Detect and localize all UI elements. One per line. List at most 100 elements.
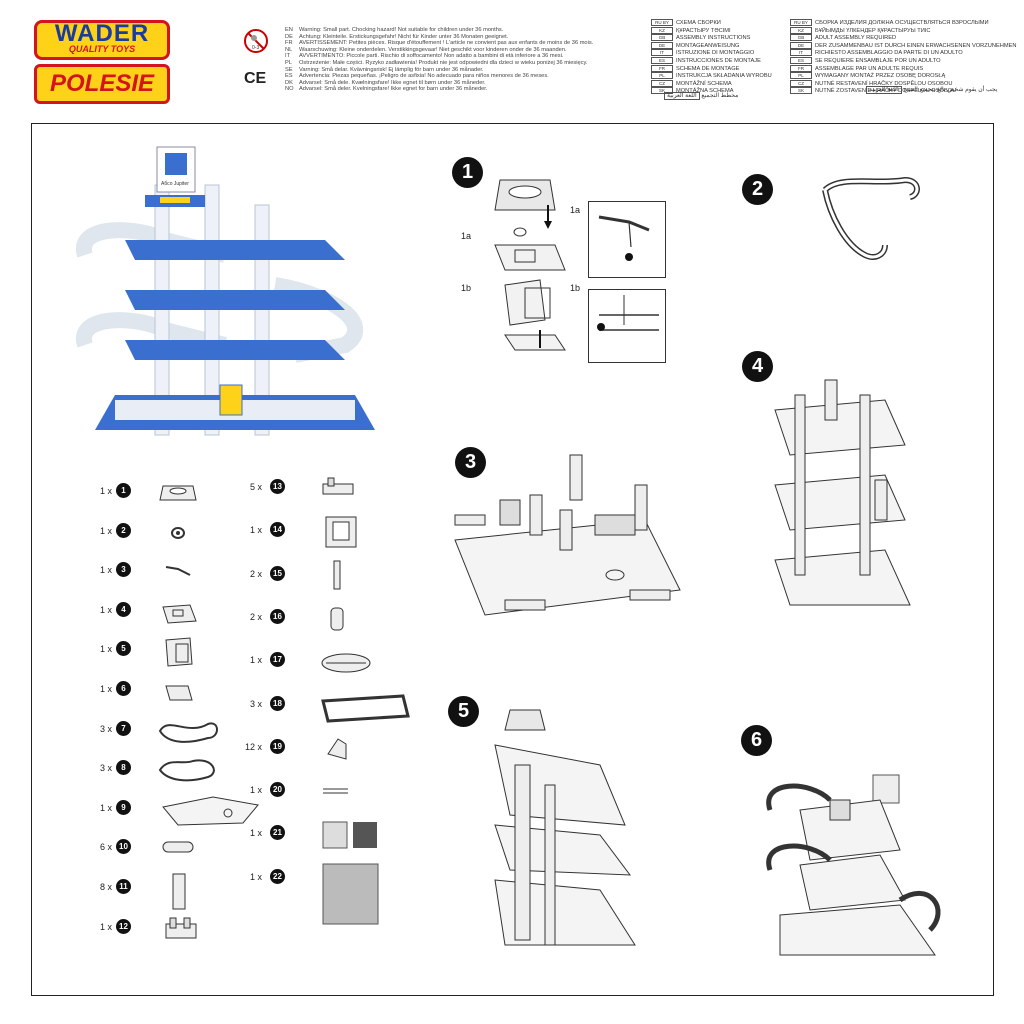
assembly-text: INSTRUKCJA SKŁADANIA WYROBU bbox=[676, 73, 772, 80]
arabic-text: مخطط التجميع bbox=[701, 93, 739, 99]
part-number-badge: 14 bbox=[270, 522, 285, 538]
part-pin-icon bbox=[333, 560, 341, 590]
language-tag: FR bbox=[651, 64, 673, 72]
part-pillar-icon bbox=[162, 841, 194, 853]
part-number-badge: 22 bbox=[270, 868, 285, 884]
warning-text: Waarschuwing: Kleine onderdelen. Verstik… bbox=[299, 46, 567, 53]
part-quantity: 1 x bbox=[99, 644, 112, 655]
part-quantity: 12 x bbox=[244, 741, 262, 752]
sign-text: Абсо Jupiter bbox=[161, 181, 189, 187]
part-quantity: 1 x bbox=[249, 871, 262, 882]
language-code: EN bbox=[285, 27, 293, 33]
part-quantity: 1 x bbox=[99, 684, 112, 694]
part-plate-icon bbox=[165, 685, 193, 701]
part-turntable-icon bbox=[321, 653, 371, 673]
language-tag: GB bbox=[651, 34, 673, 42]
step-3-diagram bbox=[445, 450, 685, 640]
part-number-badge: 3 bbox=[116, 562, 131, 578]
substep-1b-label: 1b bbox=[461, 283, 472, 293]
part-platform-icon bbox=[162, 604, 197, 624]
step-6-badge: 6 bbox=[741, 725, 772, 756]
part-quantity: 5 x bbox=[249, 482, 262, 492]
part-quantity: 1 x bbox=[99, 525, 112, 536]
arabic-text: يجب أن يقوم شخص بالغ بتجميع المنتج bbox=[903, 87, 998, 93]
language-tag: GB bbox=[790, 34, 812, 42]
language-code: NO bbox=[285, 86, 294, 93]
part-number-badge: 17 bbox=[270, 652, 285, 668]
language-tag: IT bbox=[651, 49, 673, 57]
part-crank-icon bbox=[165, 566, 191, 577]
arabic-tag: اللغة العربية bbox=[664, 92, 700, 100]
language-code: DE bbox=[285, 33, 293, 40]
step-5-badge: 5 bbox=[448, 696, 479, 727]
part-track-icon bbox=[158, 722, 218, 743]
assembly-text: СБОРКА ИЗДЕЛИЯ ДОЛЖНА ОСУЩЕСТВЛЯТЬСЯ ВЗР… bbox=[815, 20, 989, 26]
part-quantity: 6 x bbox=[99, 842, 112, 853]
age-warning-icon: 0-3 bbox=[243, 28, 269, 59]
part-number-badge: 10 bbox=[116, 839, 131, 855]
assembly-text: RICHIESTO ASSEMBLAGGIO DA PARTE DI UN AD… bbox=[815, 50, 963, 57]
warning-text: AVVERTIMENTO: Piccole parti. Rischio di … bbox=[299, 53, 564, 60]
part-quantity: 1 x bbox=[99, 604, 112, 615]
ce-mark-icon: CE bbox=[244, 70, 267, 87]
language-tag: CZ bbox=[790, 79, 812, 87]
assembly-text: ASSEMBLAGE PAR UN ADULTE REQUIS bbox=[815, 65, 924, 72]
warning-line: NO Advarsel: Små deler. Kvelningsfare! Ik… bbox=[285, 86, 593, 93]
part-quantity: 1 x bbox=[249, 655, 262, 666]
language-tag: KZ bbox=[790, 26, 812, 34]
part-track2-icon bbox=[158, 759, 215, 782]
language-tag: ES bbox=[651, 56, 673, 64]
language-tag: DE bbox=[790, 41, 812, 49]
part-number-badge: 9 bbox=[116, 799, 131, 815]
part-quantity: 3 x bbox=[99, 723, 112, 734]
substep-1a-label: 1a bbox=[461, 231, 472, 241]
assembly-text: DER ZUSAMMENBAU IST DURCH EINEN ERWACHSE… bbox=[815, 42, 1017, 49]
language-tag: PL bbox=[790, 72, 812, 80]
language-tag: RU BY bbox=[790, 19, 812, 26]
assembly-text: INSTRUCCIONES DE MONTAJE bbox=[676, 57, 761, 64]
assembly-text: ADULT ASSEMBLY REQUIRED bbox=[815, 35, 897, 42]
warning-text: Achtung: Kleinteile. Erstickungsgefahr! … bbox=[299, 33, 509, 40]
part-string-icon bbox=[323, 788, 348, 794]
assembly-text: СХЕМА СБОРКИ bbox=[676, 20, 721, 26]
assembly-text: SE REQUIERE ENSAMBLAJE POR UN ADULTO bbox=[815, 57, 941, 64]
age-label: 0-3 bbox=[252, 45, 259, 51]
part-housing-icon bbox=[325, 516, 357, 548]
wader-wordmark: WADER bbox=[54, 20, 150, 47]
product-photo: Абсо Jupiter bbox=[75, 145, 385, 460]
part-number-badge: 19 bbox=[270, 738, 285, 754]
part-number-badge: 18 bbox=[270, 695, 285, 711]
arabic-assembly-title: مخطط التجميع اللغة العربية bbox=[664, 92, 739, 100]
assembly-text: WYMAGANY MONTAŻ PRZEZ OSOBĘ DOROSŁĄ bbox=[815, 73, 946, 80]
part-number-badge: 11 bbox=[116, 879, 131, 894]
assembly-text: MONTÁŽNÍ SCHEMA bbox=[676, 80, 732, 87]
part-base-icon bbox=[162, 796, 259, 826]
language-tag: KZ bbox=[651, 26, 673, 34]
part-quantity: 1 x bbox=[249, 785, 262, 796]
part-quantity: 1 x bbox=[249, 525, 262, 536]
warning-text: Advarsel: Små deler. Kvelningsfare! Ikke… bbox=[299, 86, 488, 93]
step-4-diagram bbox=[765, 375, 915, 615]
detail-1a-box bbox=[588, 201, 666, 278]
part-gate-icon bbox=[165, 917, 197, 939]
assembly-text: БҰЙЫМДЫ ҮЛКЕНДЕР ҚҰРАСТЫРУЫ ТИІС bbox=[815, 27, 931, 34]
warning-text: Advertencia: Piezas pequeñas. ¡Peligro d… bbox=[299, 73, 549, 80]
part-number-badge: 4 bbox=[116, 601, 131, 617]
language-tag: FR bbox=[790, 64, 812, 72]
